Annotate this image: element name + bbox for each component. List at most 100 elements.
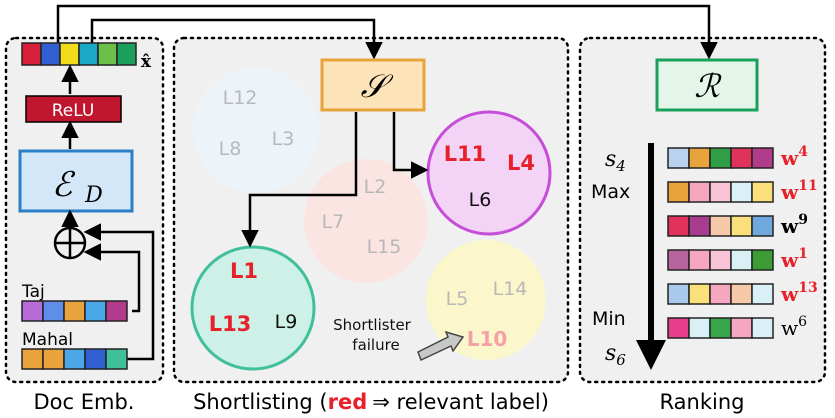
ranked-row-2-cell-2 [688, 181, 711, 203]
relu-box [25, 95, 122, 123]
ranked-row-4-cell-1 [667, 249, 690, 271]
cluster-3-label-b: L7 [322, 211, 345, 233]
mahal-embedding-cell-2 [42, 348, 65, 370]
ranked-row-3-cell-1 [667, 215, 690, 237]
cluster-3 [304, 159, 428, 283]
ranked-row-6-cell-4 [730, 317, 753, 339]
cluster-2-label-a: L11 [444, 142, 487, 166]
output-embedding-symbol: x̂ [141, 52, 152, 72]
output-embedding-cell-6 [116, 42, 137, 66]
taj-embedding-cell-3 [63, 300, 86, 322]
ranked-row-3-weight-base: w [780, 214, 799, 238]
ranked-row-2-cell-5 [751, 181, 774, 203]
shortlisting-caption-before: Shortlisting ( [193, 390, 328, 414]
ranked-row-6-cell-2 [688, 317, 711, 339]
ranked-row-1-weight-sup: 4 [798, 144, 808, 160]
cluster-3-label-a: L2 [364, 176, 387, 198]
cluster-1-label-c: L3 [272, 128, 295, 150]
failure-arrow-icon [417, 330, 465, 362]
ranked-row-1-cell-5 [751, 147, 774, 169]
ranked-row-5-cell-1 [667, 283, 690, 305]
mahal-embedding-cell-3 [63, 348, 86, 370]
output-embedding [21, 42, 137, 66]
output-embedding-cell-5 [97, 42, 118, 66]
arrow-taj-to-plus [83, 243, 141, 313]
encoder-box [18, 149, 134, 213]
ranked-row-6-cell-3 [709, 317, 732, 339]
ranked-row-1-weight: w4 [780, 144, 808, 170]
ranked-row-5: w13 [667, 280, 818, 306]
ranked-row-4: w1 [667, 246, 808, 272]
ranked-row-2-weight-sup: 11 [798, 178, 817, 194]
ranked-row-1-cell-4 [730, 147, 753, 169]
ranked-row-1-cell-1 [667, 147, 690, 169]
ranked-row-5-cell-2 [688, 283, 711, 305]
ranked-row-4-cell-4 [730, 249, 753, 271]
doc-emb-caption: Doc Emb. [34, 390, 135, 414]
max-label: Max [591, 181, 630, 203]
ranked-row-5-cell-4 [730, 283, 753, 305]
cluster-1-label-a: L12 [223, 87, 258, 109]
ranked-row-6-cell-1 [667, 317, 690, 339]
mahal-embedding-cell-4 [84, 348, 107, 370]
cluster-2-label-b: L4 [507, 151, 535, 175]
arrow-embedding-to-shortlister [90, 18, 383, 60]
taj-embedding-cell-4 [84, 300, 107, 322]
ranked-row-4-cell-2 [688, 249, 711, 271]
ranked-row-6-weight: w6 [781, 314, 807, 340]
ranked-row-4-weight-base: w [780, 248, 799, 272]
arrow-shortlister-to-cluster-4 [241, 112, 358, 248]
ranked-row-3-weight: w9 [780, 212, 808, 238]
shortlister-box [320, 58, 426, 112]
arrow-mahal-to-plus [83, 223, 155, 361]
output-embedding-cell-4 [78, 42, 99, 66]
ranked-row-1: w4 [667, 144, 808, 170]
arrow-shortlister-to-cluster-2 [392, 112, 429, 179]
ranked-row-2-weight-base: w [780, 180, 799, 204]
ranked-row-6: w6 [667, 314, 807, 340]
token-mahal-label: Mahal [22, 330, 73, 350]
ranked-row-6-weight-sup: 6 [798, 314, 807, 330]
mahal-embedding [21, 348, 128, 370]
ranked-row-3-cell-5 [751, 215, 774, 237]
taj-embedding-cell-1 [21, 300, 44, 322]
ranker-symbol: ℛ [694, 67, 722, 105]
ranked-row-5-weight-sup: 13 [798, 280, 817, 296]
shortlisting-caption: Shortlisting (red⇒ relevant label) [193, 390, 549, 414]
ranker-box [655, 58, 759, 112]
cluster-4-label-a: L1 [230, 259, 258, 283]
score-bottom: s6 [605, 341, 626, 369]
ranked-row-2-weight: w11 [780, 178, 818, 204]
ranked-row-4-weight-sup: 1 [798, 246, 808, 262]
ranked-row-5-cell-3 [709, 283, 732, 305]
score-top-base: s [605, 147, 616, 172]
cluster-5-label-a: L5 [446, 288, 469, 310]
score-top-sub: 4 [615, 157, 626, 175]
cluster-1 [193, 67, 319, 193]
cluster-5-label-b: L14 [493, 278, 528, 300]
ranked-row-3: w9 [667, 212, 808, 238]
mahal-embedding-cell-5 [105, 348, 128, 370]
shortlisting-caption-arrow: ⇒ [372, 390, 390, 414]
taj-embedding [21, 300, 128, 322]
score-bottom-base: s [605, 341, 616, 366]
ranked-row-3-cell-2 [688, 215, 711, 237]
cluster-4-label-c: L9 [275, 311, 298, 333]
output-embedding-cell-3 [59, 42, 80, 66]
cluster-5 [426, 240, 546, 360]
ranked-row-2-cell-4 [730, 181, 753, 203]
ranked-row-1-cell-2 [688, 147, 711, 169]
ranked-row-5-weight: w13 [780, 280, 818, 306]
score-top: s4 [605, 147, 626, 175]
ranked-row-6-cell-5 [751, 317, 774, 339]
ranked-row-1-cell-3 [709, 147, 732, 169]
taj-embedding-cell-5 [105, 300, 128, 322]
encoder-symbol: ℰ [52, 165, 76, 205]
ranking-caption: Ranking [660, 390, 745, 414]
failure-label-line-2: failure [352, 336, 399, 354]
ranked-row-5-weight-base: w [780, 282, 799, 306]
cluster-4-label-b: L13 [209, 312, 252, 336]
shortlisting-caption-red: red [328, 390, 368, 414]
